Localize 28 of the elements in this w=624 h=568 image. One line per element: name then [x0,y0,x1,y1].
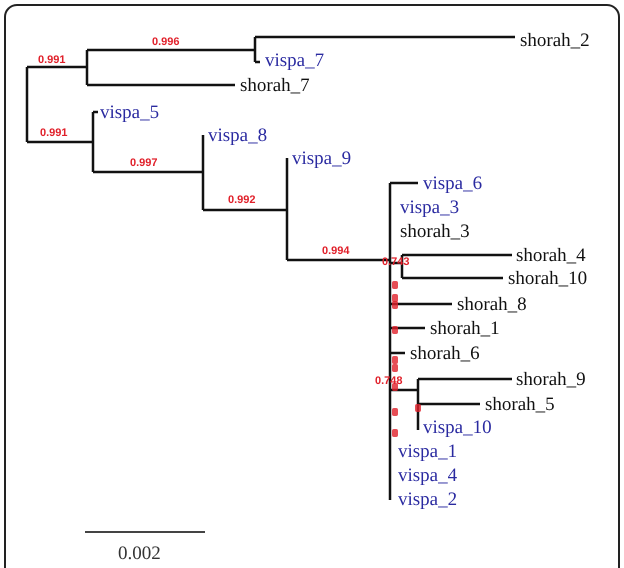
support-value: 0.991 [40,128,68,138]
taxon-label: shorah_2 [520,30,590,50]
taxon-label: shorah_1 [430,318,500,338]
support-value: 0.743 [382,256,410,268]
taxon-label: vispa_1 [398,442,458,460]
scale-bar-value: 0.002 [118,544,161,562]
taxon-label: shorah_10 [508,268,588,288]
taxon-label: shorah_9 [516,370,586,388]
support-value: 0.996 [152,36,180,48]
taxon-label: shorah_5 [485,394,555,414]
taxon-label: vispa_5 [100,102,160,122]
taxon-label: vispa_6 [423,174,482,192]
taxon-label: shorah_8 [457,294,527,314]
taxon-label: vispa_2 [398,490,458,508]
taxon-label: shorah_4 [516,246,586,264]
taxon-label: vispa_8 [208,126,268,144]
support-value: 0.992 [228,194,256,206]
taxon-label: shorah_7 [240,76,310,94]
support-value: 0.991 [38,54,66,66]
support-value: 0.994 [322,246,350,256]
taxon-label: vispa_7 [265,50,324,70]
taxon-label: shorah_6 [410,344,480,362]
taxon-label: vispa_3 [400,198,460,216]
taxon-label: shorah_3 [400,222,470,240]
taxon-label: vispa_10 [423,418,492,436]
support-value: 0.997 [130,158,158,168]
taxon-label: vispa_9 [292,148,352,168]
taxon-label: vispa_4 [398,466,458,484]
